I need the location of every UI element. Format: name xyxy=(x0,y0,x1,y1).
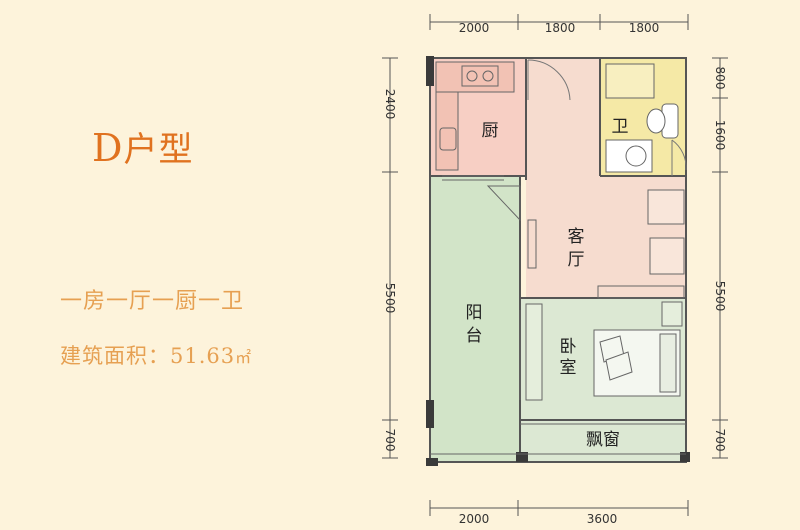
dimension-bottom xyxy=(429,500,689,516)
bay-window xyxy=(430,423,686,455)
bedroom-label-2: 室 xyxy=(560,358,577,378)
stove-icon xyxy=(461,65,499,87)
bathroom-door xyxy=(671,139,687,176)
wall-column-bottom-right xyxy=(680,452,690,462)
wall-column-left-bottom xyxy=(426,400,434,428)
kitchen-door xyxy=(442,175,504,181)
living-room-label-1: 客 xyxy=(568,227,585,247)
bathroom-sink-icon xyxy=(605,139,653,173)
dimension-left xyxy=(382,57,398,459)
bathroom-label: 卫 xyxy=(612,117,629,137)
bed-icon xyxy=(593,329,681,397)
floor-area-value: 51.63 xyxy=(170,344,236,368)
dim-right-1: 800 xyxy=(713,67,727,90)
dim-left-1: 2400 xyxy=(383,89,397,120)
dim-bottom-2: 3600 xyxy=(587,512,618,526)
living-room-label-2: 厅 xyxy=(568,250,585,270)
wall-column-left-top xyxy=(426,56,434,86)
kitchen-sink-icon xyxy=(439,127,457,151)
floor-area-label: 建筑面积： xyxy=(60,344,170,368)
floor-area: 建筑面积：51.63㎡ xyxy=(60,340,252,370)
layout-description: 一房一厅一厨一卫 xyxy=(60,289,245,314)
dim-right-2: 1600 xyxy=(713,120,727,151)
armchair xyxy=(647,189,685,275)
wall-column-bottom-mid xyxy=(516,452,528,462)
dim-top-1: 2000 xyxy=(459,21,490,35)
wall-column-bottom-left xyxy=(426,458,438,466)
bedroom-label-1: 卧 xyxy=(560,337,577,357)
bay-window-label: 飘窗 xyxy=(586,430,620,450)
floor-area-unit: ㎡ xyxy=(235,348,253,367)
toilet-icon xyxy=(646,103,679,139)
dimension-right xyxy=(712,57,728,459)
nightstand xyxy=(597,285,685,327)
dim-bottom-1: 2000 xyxy=(459,512,490,526)
balcony-label-2: 台 xyxy=(466,326,483,346)
dim-right-4: 700 xyxy=(713,429,727,452)
shower-area xyxy=(605,63,655,99)
tv-cabinet xyxy=(527,219,537,269)
balcony-label-1: 阳 xyxy=(466,303,483,323)
plan-title-code: D xyxy=(92,126,124,170)
dim-top-3: 1800 xyxy=(629,21,660,35)
dim-top-2: 1800 xyxy=(545,21,576,35)
dimension-top xyxy=(429,14,689,30)
balcony-floor xyxy=(430,176,520,462)
plan-title: D户型 xyxy=(92,122,193,171)
dim-left-3: 700 xyxy=(383,429,397,452)
kitchen-label: 厨 xyxy=(482,121,499,141)
wardrobe xyxy=(525,303,543,401)
entry-door xyxy=(527,59,571,101)
dim-left-2: 5500 xyxy=(383,283,397,314)
dim-right-3: 5500 xyxy=(713,281,727,312)
balcony-sliding-door xyxy=(486,185,521,400)
plan-title-suffix: 户型 xyxy=(123,130,194,170)
